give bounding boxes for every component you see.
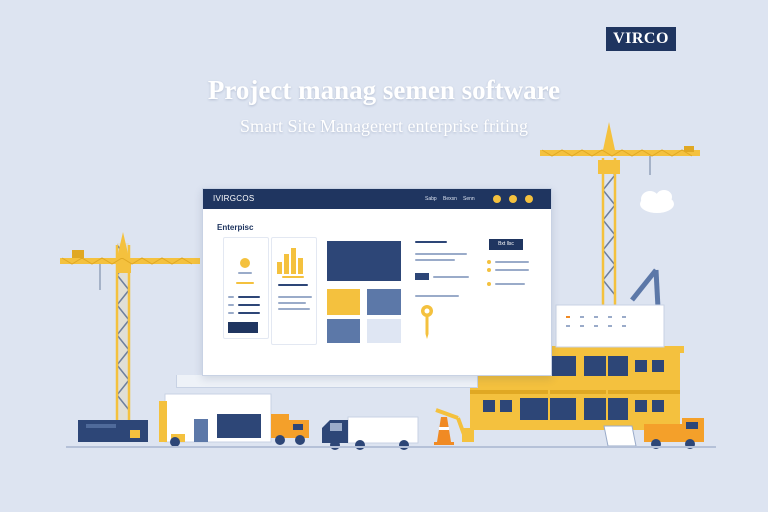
list-badge: [415, 273, 429, 280]
chart-card[interactable]: [271, 237, 317, 345]
card-action-button[interactable]: [228, 322, 258, 333]
checklist-button[interactable]: Bxt llsc: [489, 239, 523, 250]
nav-link-3[interactable]: Senn: [463, 196, 475, 202]
app-brand[interactable]: IVIRGCOS: [213, 194, 255, 203]
tile-yellow[interactable]: [327, 289, 360, 315]
app-header-bar: IVIRGCOS Sabp Bexsn Senn: [203, 189, 551, 209]
status-card[interactable]: [223, 237, 269, 339]
check-icon: [487, 282, 491, 286]
crane-left-icon: [60, 232, 200, 423]
nav-link-1[interactable]: Sabp: [425, 196, 437, 202]
cloud-icon: [640, 190, 674, 213]
brand-logo[interactable]: VIRCO: [606, 27, 676, 51]
ground-line: [66, 446, 716, 448]
crane-right-icon: [540, 122, 700, 305]
bar: [284, 254, 289, 274]
truck-icon: [170, 414, 309, 447]
section-title: Enterpisc: [217, 223, 254, 232]
profile-icon[interactable]: [525, 195, 533, 203]
hero-title: Project manag semen software: [207, 75, 561, 105]
bar: [277, 262, 282, 274]
tile-light[interactable]: [367, 319, 401, 343]
check-icon: [487, 260, 491, 264]
status-icon: [240, 258, 250, 268]
location-pin-icon: [421, 305, 433, 339]
notification-icon[interactable]: [493, 195, 501, 203]
check-icon: [487, 268, 491, 272]
monitor-stand: [176, 375, 478, 388]
bar: [291, 248, 296, 274]
bar: [298, 258, 303, 274]
tile-blue-2[interactable]: [327, 319, 360, 343]
traffic-cone-icon: [434, 417, 454, 445]
tile-primary[interactable]: [327, 241, 401, 281]
nav-link-2[interactable]: Bexsn: [443, 196, 457, 202]
excavator-icon: [435, 408, 474, 442]
dashboard-monitor: IVIRGCOS Sabp Bexsn Senn Enterpisc: [202, 188, 552, 376]
site-office-icon: [159, 393, 272, 443]
settings-icon[interactable]: [509, 195, 517, 203]
tile-blue[interactable]: [367, 289, 401, 315]
hero-subtitle: Smart Site Managerert enterprise friting: [240, 116, 528, 136]
